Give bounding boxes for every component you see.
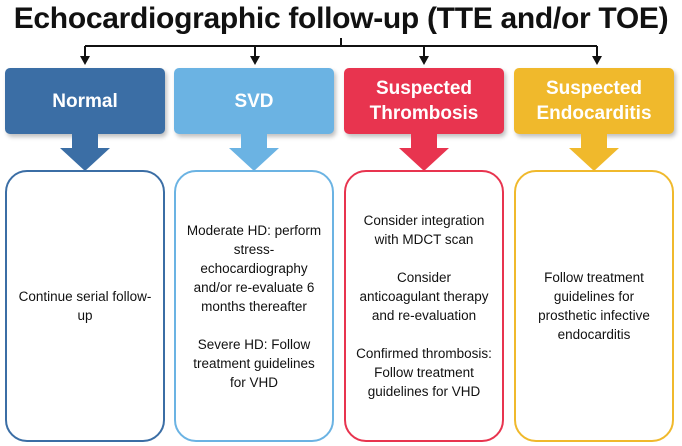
header-svd-line-1: SVD [234, 90, 274, 112]
box-svd-text-2: Severe HD: Follow treatment guidelines f… [193, 336, 315, 390]
header-thrombosis-line-1: Suspected [375, 78, 473, 99]
box-svd: Moderate HD: perform stress-echocardiogr… [174, 170, 334, 442]
header-thrombosis-line-2: Thrombosis [369, 103, 479, 124]
box-normal: Continue serial follow-up [5, 170, 165, 442]
box-endocarditis: Follow treatment guidelines for prosthet… [514, 170, 674, 442]
box-thrombosis-text-2: Consider anticoagulant therapy and re-ev… [359, 270, 489, 323]
box-thrombosis-text-1: Consider integration with MDCT scan [363, 213, 485, 247]
box-normal-text-1: Continue serial follow-up [18, 289, 152, 323]
header-endocarditis-line-2: Endocarditis [536, 103, 652, 124]
arrow-down-icon [569, 132, 619, 171]
header-endocarditis-line-1: Suspected [545, 78, 643, 99]
box-svd-text-1: Moderate HD: perform stress-echocardiogr… [186, 222, 322, 314]
header-normal-line-1: Normal [52, 90, 118, 112]
header-thrombosis: Suspected Thrombosis [344, 68, 504, 134]
arrow-down-icon [229, 132, 279, 171]
connector-lines [80, 38, 602, 65]
diagram-title: Echocardiographic follow-up (TTE and/or … [13, 2, 669, 35]
header-normal: Normal [5, 68, 165, 134]
arrow-down-icon [60, 132, 110, 171]
box-thrombosis-text-3: Confirmed thrombosis: Follow treatment g… [356, 346, 492, 399]
box-endocarditis-text-1: Follow treatment guidelines for prosthet… [538, 270, 650, 342]
arrow-down-icon [399, 132, 449, 171]
header-endocarditis: Suspected Endocarditis [514, 68, 674, 134]
header-svd: SVD [174, 68, 334, 134]
box-thrombosis: Consider integration with MDCT scan Cons… [344, 170, 504, 442]
